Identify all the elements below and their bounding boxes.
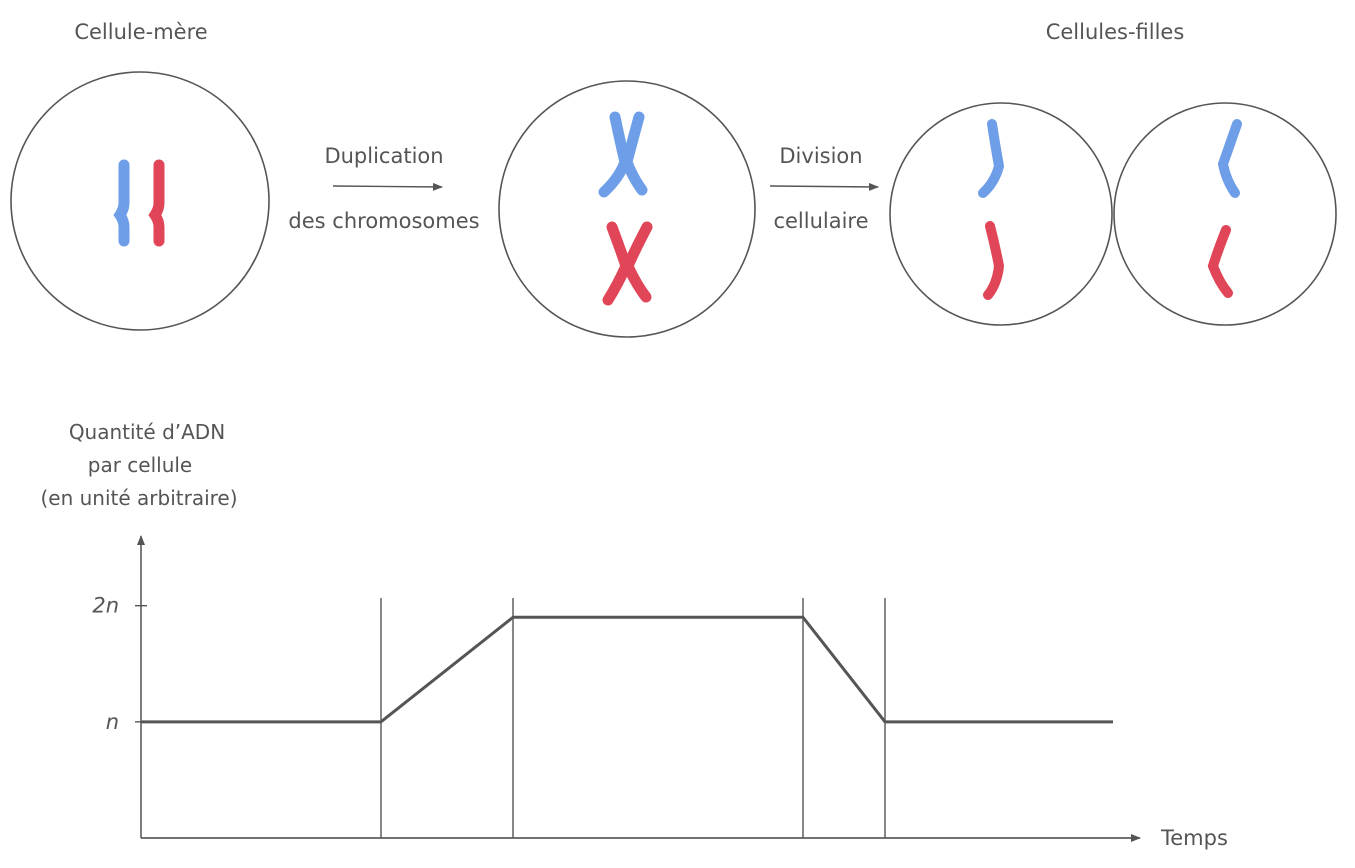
- blue-chromosome: [113, 159, 130, 247]
- mother-cell-membrane: [10, 71, 270, 331]
- y-axis-label-line-2: par cellule: [88, 453, 192, 477]
- y-ticks: n 2n: [92, 594, 147, 734]
- dna-quantity-line: [141, 615, 1113, 724]
- blue-chromatid-1: [598, 111, 631, 198]
- phase-markers: [380, 598, 886, 838]
- division-label: Division: [779, 144, 862, 168]
- daughter-cell-left: [889, 102, 1113, 326]
- daughter-cell-left-membrane: [889, 102, 1113, 326]
- red-chromosome: [148, 159, 165, 247]
- blue-chromosome-left: [978, 119, 1005, 198]
- y-axis-label-line-3: (en unité arbitraire): [40, 486, 237, 510]
- y-axis-label-line-1: Quantité d’ADN: [69, 420, 225, 444]
- duplication-arrow: [332, 182, 443, 191]
- blue-chromatid-2: [621, 111, 648, 196]
- y-tick-label: 2n: [92, 594, 119, 618]
- daughter-cell-right-membrane: [1113, 102, 1337, 326]
- mother-cell-label: Cellule-mère: [74, 20, 207, 44]
- series: [141, 615, 1113, 724]
- red-chromosome-right: [1207, 225, 1233, 298]
- duplicated-cell-membrane: [498, 80, 756, 338]
- division-label-2: cellulaire: [773, 209, 868, 233]
- daughter-cell-right: [1113, 102, 1337, 326]
- red-chromatid-2: [622, 221, 653, 303]
- dna-quantity-chart: Quantité d’ADN par cellule (en unité arb…: [40, 420, 1227, 850]
- x-axis-label: Temps: [1160, 826, 1228, 850]
- daughter-cells-label: Cellules-filles: [1046, 20, 1185, 44]
- y-tick-label: n: [106, 710, 119, 734]
- duplication-label: Duplication: [324, 144, 443, 168]
- blue-chromosome-right: [1217, 119, 1242, 198]
- red-chromosome-left: [983, 221, 1005, 300]
- duplicated-cell: [498, 80, 756, 338]
- duplication-label-2: des chromosomes: [288, 209, 479, 233]
- mother-cell: [10, 71, 270, 331]
- division-arrow: [769, 182, 879, 191]
